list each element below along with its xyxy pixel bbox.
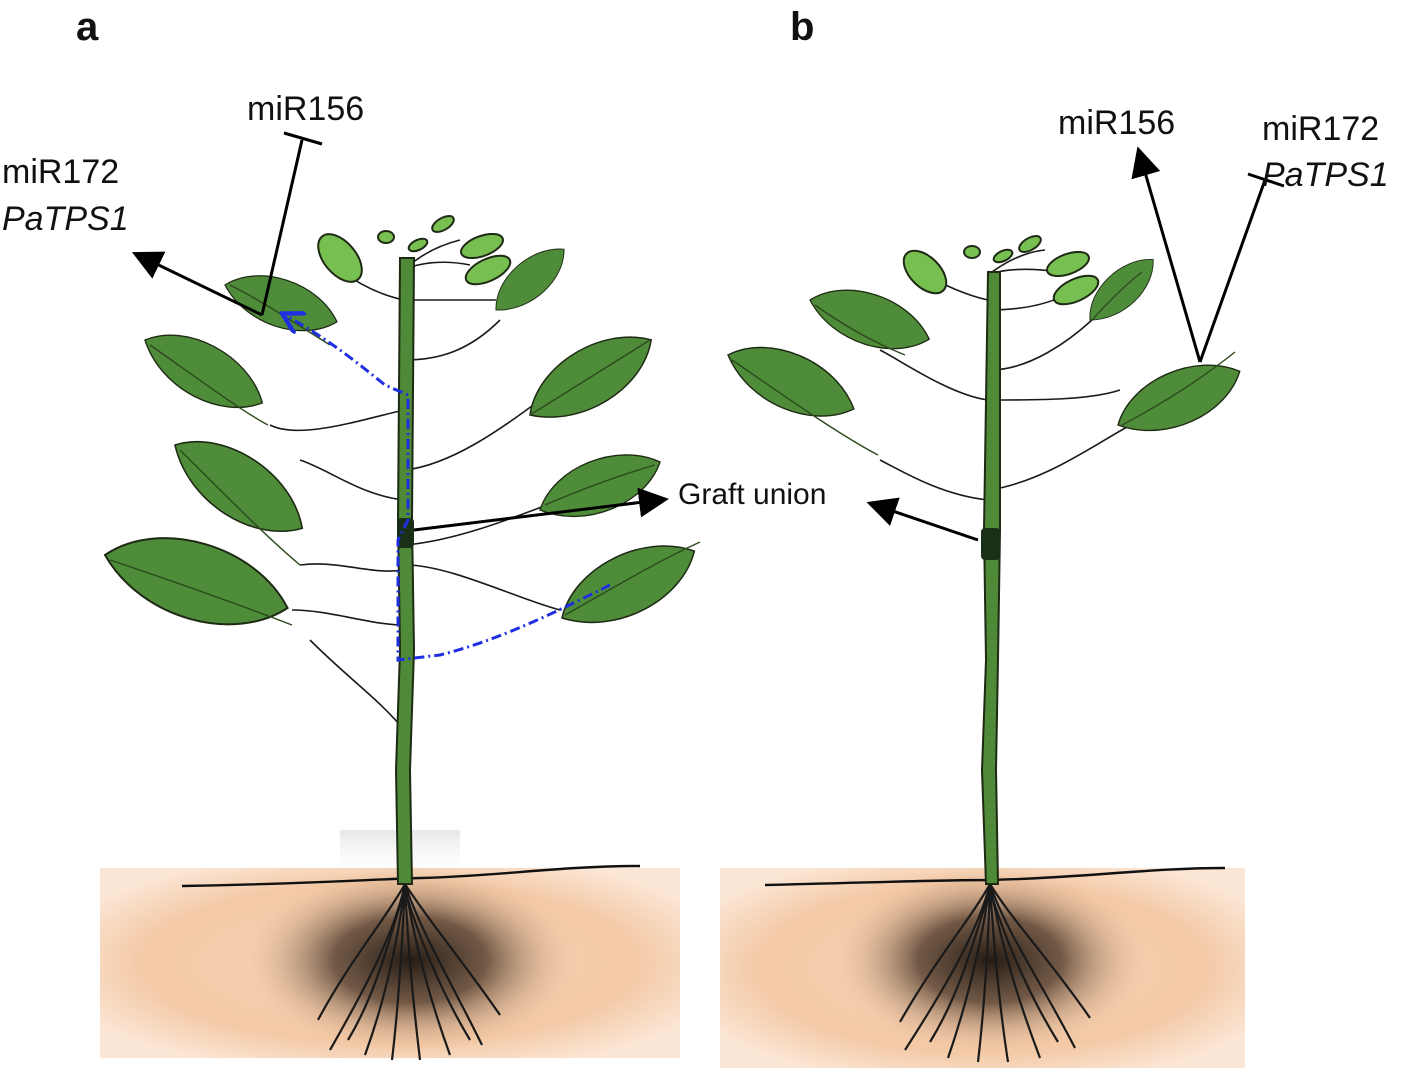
promote-arrow-a <box>131 251 263 317</box>
panel-a: a <box>2 5 826 1061</box>
stem-b <box>980 271 1001 885</box>
soil-a <box>100 830 680 1058</box>
soil-b <box>720 865 1245 1068</box>
panel-a-letter: a <box>76 5 99 49</box>
graft-union-a <box>397 518 414 548</box>
promote-arrow-b <box>1131 146 1202 363</box>
veins-a <box>109 284 701 626</box>
mobile-signal-path-a <box>285 315 611 662</box>
label-patps1-a: PaTPS1 <box>2 200 129 238</box>
label-mir172-a: miR172 <box>2 153 119 191</box>
apex-leaves-a <box>317 215 512 286</box>
graft-arrow-b <box>866 497 979 542</box>
repress-bar-b <box>1247 172 1285 188</box>
leaves-b <box>716 246 1252 449</box>
repress-line-b <box>1198 179 1267 363</box>
panel-b: b <box>716 5 1389 1068</box>
label-mir156-b: miR156 <box>1058 104 1175 142</box>
roots-a <box>317 883 501 1061</box>
label-patps1-b: PaTPS1 <box>1262 156 1389 194</box>
repress-bar-a <box>283 131 323 146</box>
repress-line-a <box>260 139 304 316</box>
petioles-b <box>879 249 1141 501</box>
roots-b <box>899 883 1091 1063</box>
veins-b <box>731 271 1236 456</box>
label-mir172-b: miR172 <box>1262 110 1379 148</box>
apex-leaves-b <box>902 235 1100 306</box>
graft-arrow-a <box>413 487 669 532</box>
panel-b-letter: b <box>790 5 814 49</box>
label-graft-union: Graft union <box>678 478 826 511</box>
petioles-a <box>269 239 561 731</box>
label-mir156-a: miR156 <box>247 90 364 128</box>
graft-union-b <box>981 528 1000 560</box>
